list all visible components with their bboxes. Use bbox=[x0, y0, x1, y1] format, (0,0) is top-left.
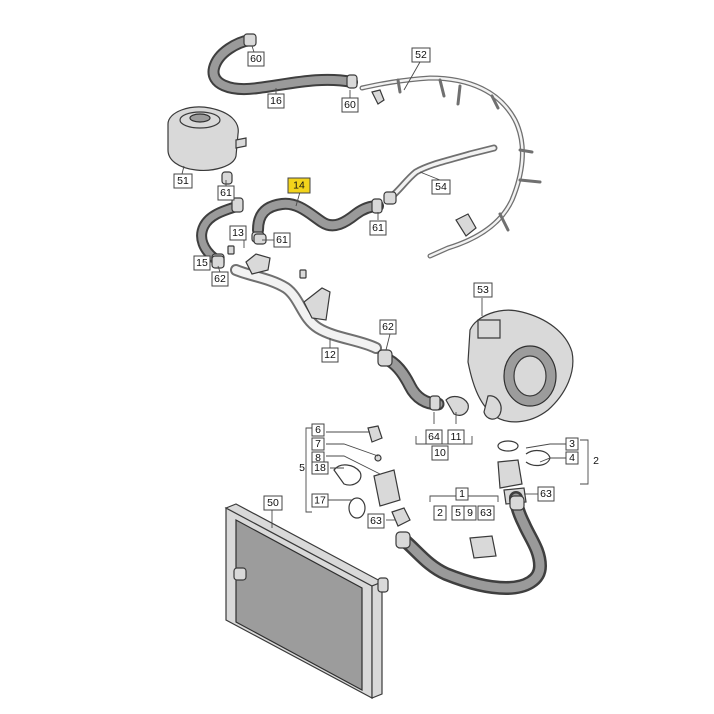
callout-18: 18 bbox=[311, 461, 329, 475]
callout-text: 53 bbox=[477, 284, 489, 296]
callout-text: 13 bbox=[232, 227, 244, 239]
callout-2-bottom: 2 bbox=[433, 505, 447, 521]
callout-text: 54 bbox=[435, 181, 447, 193]
hose-14 bbox=[251, 197, 384, 243]
callout-text: 60 bbox=[250, 53, 262, 65]
callout-64: 64 bbox=[425, 429, 443, 445]
callout-6: 6 bbox=[311, 423, 325, 437]
callout-text: 60 bbox=[344, 99, 356, 111]
callout-11: 11 bbox=[447, 429, 465, 445]
callout-14: 14 bbox=[287, 177, 311, 194]
callout-text: 7 bbox=[315, 438, 321, 450]
callout-text: 5 bbox=[299, 462, 305, 474]
callout-text: 62 bbox=[214, 273, 226, 285]
callout-text: 51 bbox=[177, 175, 189, 187]
callout-text: 5 bbox=[455, 507, 461, 519]
callout-5-bottom: 5 bbox=[451, 505, 465, 521]
callout-text: 63 bbox=[540, 488, 552, 500]
callout-61-center: 61 bbox=[273, 232, 291, 248]
callout-60-top: 60 bbox=[247, 51, 265, 67]
callout-12: 12 bbox=[321, 347, 339, 363]
callout-text: 64 bbox=[428, 431, 440, 443]
callout-51: 51 bbox=[173, 173, 193, 189]
callout-text: 63 bbox=[370, 515, 382, 527]
callout-3: 3 bbox=[565, 437, 579, 451]
callout-text: 61 bbox=[220, 187, 232, 199]
pipe-52 bbox=[359, 75, 542, 259]
callout-text: 61 bbox=[372, 222, 384, 234]
callout-text: 12 bbox=[324, 349, 336, 361]
hose-16 bbox=[207, 33, 358, 95]
callout-60-mid: 60 bbox=[341, 97, 359, 113]
callout-54: 54 bbox=[431, 179, 451, 195]
callout-text: 10 bbox=[434, 447, 446, 459]
callout-text: 52 bbox=[415, 49, 427, 61]
callout-63-right: 63 bbox=[537, 486, 555, 502]
callout-text: 63 bbox=[480, 507, 492, 519]
callout-text: 4 bbox=[569, 452, 575, 464]
callout-5-left: 5 bbox=[299, 462, 305, 474]
callout-text: 8 bbox=[315, 452, 321, 464]
callout-62-left: 62 bbox=[211, 271, 229, 287]
callout-61-left: 61 bbox=[217, 185, 235, 201]
callout-text: 62 bbox=[382, 321, 394, 333]
sensor-parts-group bbox=[333, 425, 411, 527]
callout-13: 13 bbox=[229, 225, 247, 241]
expansion-tank-51 bbox=[167, 106, 247, 171]
pipe-12 bbox=[230, 253, 382, 354]
callout-text: 2 bbox=[437, 507, 443, 519]
pipe-54 bbox=[383, 144, 498, 205]
radiator-50 bbox=[224, 503, 389, 700]
callout-61-right: 61 bbox=[369, 220, 387, 236]
callout-7: 7 bbox=[311, 437, 325, 451]
callout-text: 3 bbox=[569, 438, 575, 450]
callout-text: 6 bbox=[315, 424, 321, 436]
callout-10: 10 bbox=[431, 445, 449, 461]
callout-text: 14 bbox=[293, 180, 305, 192]
callout-53: 53 bbox=[473, 282, 493, 298]
callout-text: 16 bbox=[270, 95, 282, 107]
thermostat-housing-53 bbox=[467, 309, 574, 423]
lower-hose-assembly bbox=[395, 491, 547, 595]
callout-63-bottom: 63 bbox=[477, 505, 495, 521]
callout-text: 50 bbox=[267, 497, 279, 509]
hose-10 bbox=[377, 349, 469, 416]
callout-text: 2 bbox=[593, 455, 599, 467]
callout-text: 61 bbox=[276, 234, 288, 246]
callout-50: 50 bbox=[263, 495, 283, 511]
callout-63-left: 63 bbox=[367, 513, 385, 529]
callout-text: 11 bbox=[451, 431, 462, 443]
callout-text: 18 bbox=[314, 462, 326, 474]
callout-17: 17 bbox=[311, 493, 329, 508]
callout-16: 16 bbox=[267, 93, 285, 109]
callout-4: 4 bbox=[565, 451, 579, 465]
callout-text: 1 bbox=[459, 488, 465, 500]
callout-9: 9 bbox=[463, 505, 477, 521]
callout-text: 17 bbox=[314, 495, 326, 507]
callout-text: 15 bbox=[196, 257, 208, 269]
clamps-group bbox=[211, 171, 307, 279]
callout-52: 52 bbox=[411, 47, 431, 63]
callout-1: 1 bbox=[455, 487, 469, 501]
callout-2-right: 2 bbox=[593, 455, 599, 467]
callout-62-center: 62 bbox=[379, 319, 397, 335]
callout-15: 15 bbox=[193, 255, 211, 271]
leader-lines bbox=[181, 45, 589, 528]
callout-text: 9 bbox=[467, 507, 473, 519]
